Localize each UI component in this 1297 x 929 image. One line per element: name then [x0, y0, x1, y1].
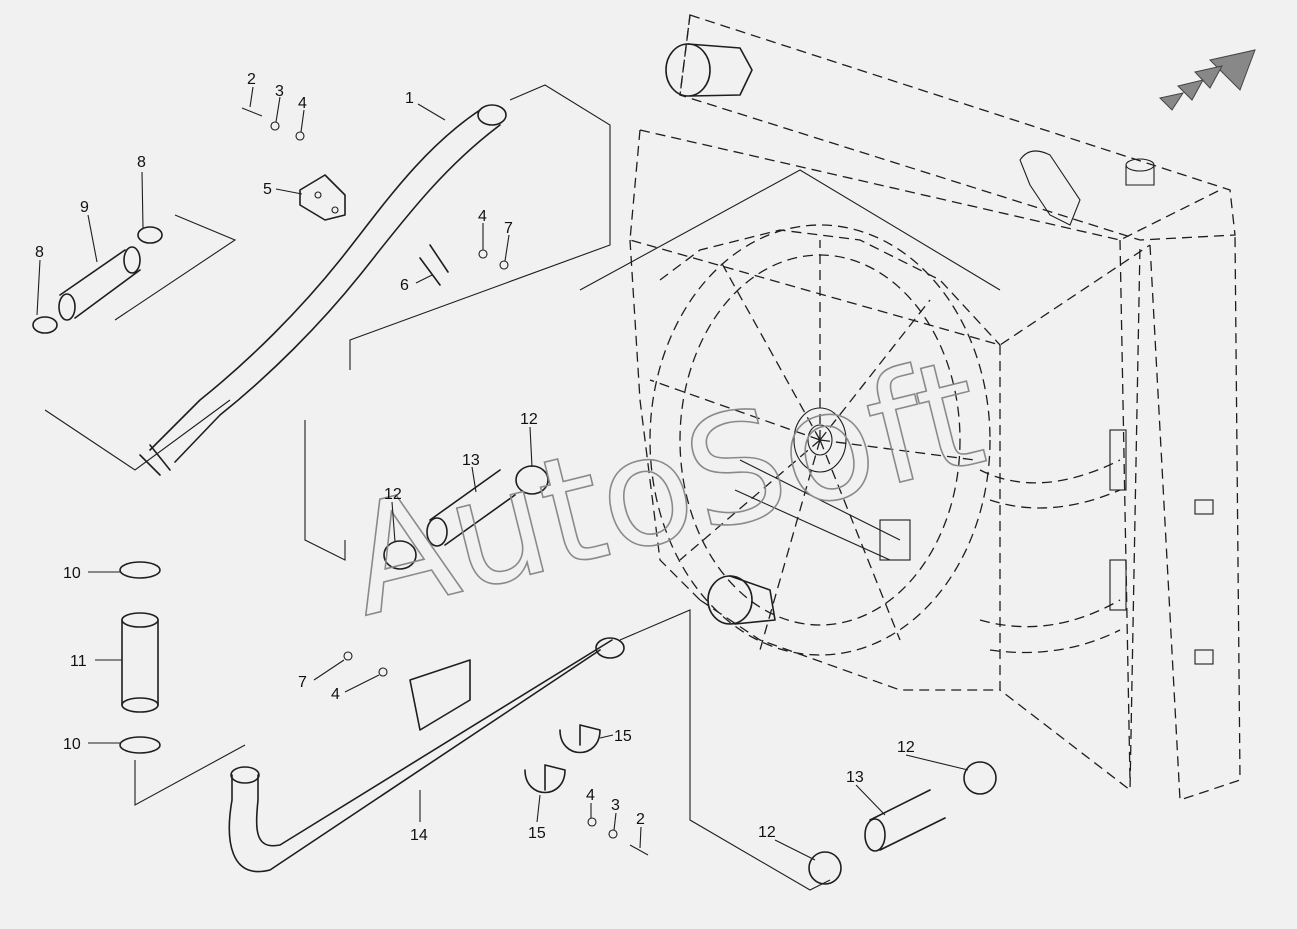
callout-12-middle-bottom: 12: [384, 486, 402, 503]
bracket-part-5: [299, 174, 346, 221]
callout-12-middle-top: 12: [520, 411, 538, 428]
clip-part-6: [419, 244, 449, 286]
callout-2-bolt: 2: [636, 811, 645, 828]
callout-4-bolt: 4: [586, 787, 595, 804]
callout-labels: 1 2 3 4 5 6 4 7 8 9 8 12 13 12 10 11 10 …: [35, 71, 915, 844]
callout-15-lower: 15: [528, 825, 546, 842]
callout-10-bottom: 10: [63, 736, 81, 753]
watermark: AutoSoft: [331, 326, 998, 651]
callout-9: 9: [80, 199, 89, 216]
callout-8-bottom: 8: [35, 244, 44, 261]
callout-13-middle: 13: [462, 452, 480, 469]
upper-hose-part-1: [139, 104, 507, 476]
fasteners-lower: [343, 651, 649, 856]
hose-part-11: [119, 561, 161, 754]
callout-12-lower-left: 12: [758, 824, 776, 841]
callout-1: 1: [405, 90, 414, 107]
callout-7-lower: 7: [298, 674, 307, 691]
callout-4-clip: 4: [478, 208, 487, 225]
callout-13-lower: 13: [846, 769, 864, 786]
group-outlines: [44, 84, 1001, 891]
bracket-part-15: [409, 659, 601, 794]
callout-14: 14: [410, 827, 428, 844]
callout-3-upper: 3: [275, 83, 284, 100]
callout-6: 6: [400, 277, 409, 294]
callout-4-upper: 4: [298, 95, 307, 112]
callout-15-upper: 15: [614, 728, 632, 745]
callout-7-upper: 7: [504, 220, 513, 237]
fasteners-upper: [241, 107, 509, 270]
callout-11: 11: [70, 653, 87, 670]
leader-lines: [36, 86, 969, 861]
radiator-assembly: [629, 14, 1241, 801]
callout-3-bolt: 3: [611, 797, 620, 814]
callout-8-top: 8: [137, 154, 146, 171]
lower-hose-part-14: [228, 637, 625, 873]
callout-2-upper: 2: [247, 71, 256, 88]
hose-part-13-middle: [383, 465, 549, 570]
callout-5: 5: [263, 181, 272, 198]
hose-part-9: [32, 226, 163, 334]
callout-4-lower: 4: [331, 686, 340, 703]
forward-direction-arrow-icon: [1158, 49, 1256, 111]
callout-12-lower-right: 12: [897, 739, 915, 756]
hose-part-13-lower: [808, 761, 997, 885]
callout-10-top: 10: [63, 565, 81, 582]
